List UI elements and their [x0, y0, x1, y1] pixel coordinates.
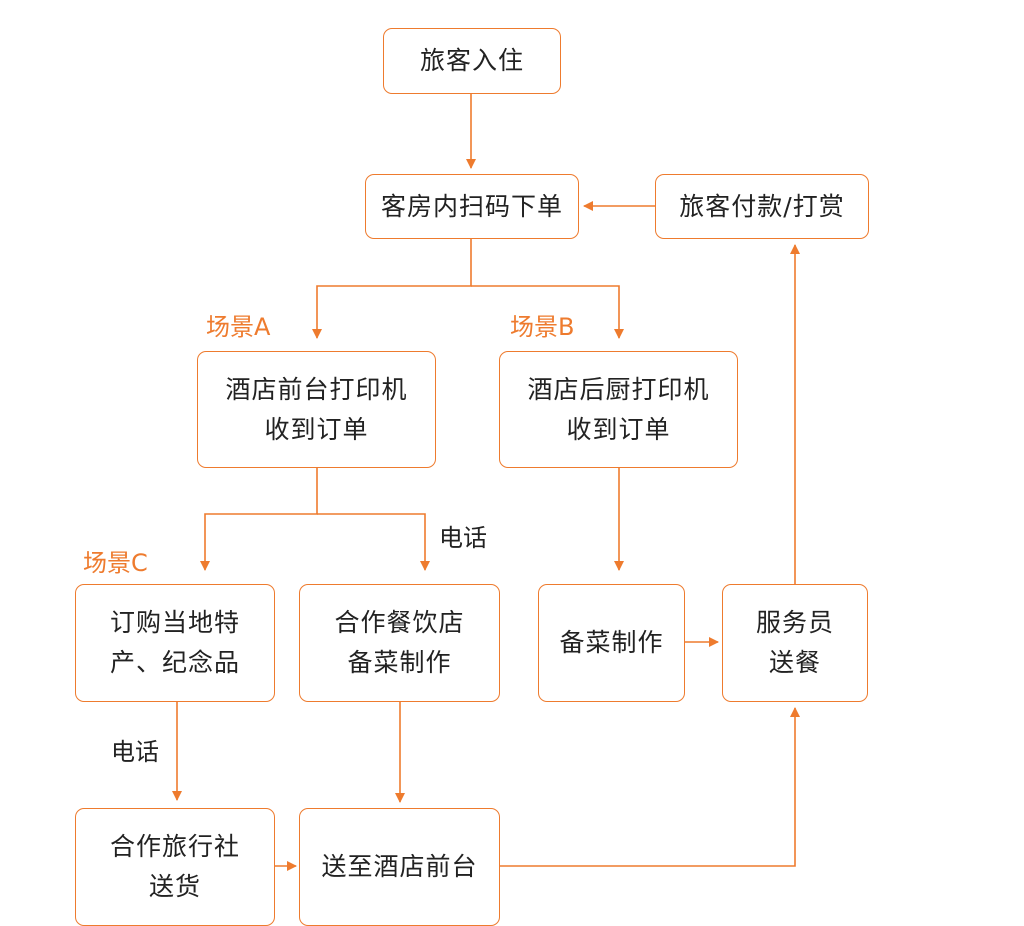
node-front-desk-printer-label: 酒店前台打印机 收到订单	[225, 374, 408, 444]
node-local-specialty: 订购当地特 产、纪念品	[75, 584, 275, 702]
arrow-scan-to-kitchen	[471, 285, 624, 339]
node-local-specialty-label: 订购当地特 产、纪念品	[109, 608, 240, 677]
arrow-front-desk-to-specialty	[200, 468, 318, 571]
node-kitchen-printer-label: 酒店后厨打印机 收到订单	[527, 374, 710, 444]
label-phone-restaurant: 电话	[439, 524, 487, 552]
flow-connectors	[172, 94, 800, 871]
node-waiter-delivery: 服务员 送餐	[722, 584, 868, 702]
node-to-front-desk: 送至酒店前台	[299, 808, 500, 926]
label-scene-b: 场景B	[510, 313, 575, 341]
node-kitchen-printer: 酒店后厨打印机 收到订单	[499, 351, 738, 468]
node-to-front-desk-label: 送至酒店前台	[321, 852, 478, 881]
node-travel-agency-label: 合作旅行社 送货	[109, 832, 240, 901]
node-checkin-label: 旅客入住	[419, 46, 524, 75]
node-partner-restaurant-label: 合作餐饮店 备菜制作	[334, 608, 465, 677]
label-scene-c: 场景C	[83, 549, 148, 577]
node-scan-order: 客房内扫码下单	[365, 174, 579, 239]
node-kitchen-prep: 备菜制作	[538, 584, 685, 702]
arrow-scan-to-front-desk	[312, 239, 472, 339]
arrow-front-to-waiter	[500, 707, 800, 867]
node-payment-label: 旅客付款/打赏	[679, 191, 845, 221]
label-phone-agency: 电话	[111, 738, 159, 766]
node-partner-restaurant: 合作餐饮店 备菜制作	[299, 584, 500, 702]
node-payment: 旅客付款/打赏	[655, 174, 869, 239]
node-waiter-delivery-label: 服务员 送餐	[755, 608, 834, 677]
node-travel-agency: 合作旅行社 送货	[75, 808, 275, 926]
node-checkin: 旅客入住	[383, 28, 561, 94]
arrow-front-desk-to-restaurant	[317, 513, 430, 571]
node-front-desk-printer: 酒店前台打印机 收到订单	[197, 351, 436, 468]
node-scan-order-label: 客房内扫码下单	[380, 191, 563, 221]
label-scene-a: 场景A	[206, 313, 271, 341]
node-kitchen-prep-label: 备菜制作	[559, 628, 664, 657]
